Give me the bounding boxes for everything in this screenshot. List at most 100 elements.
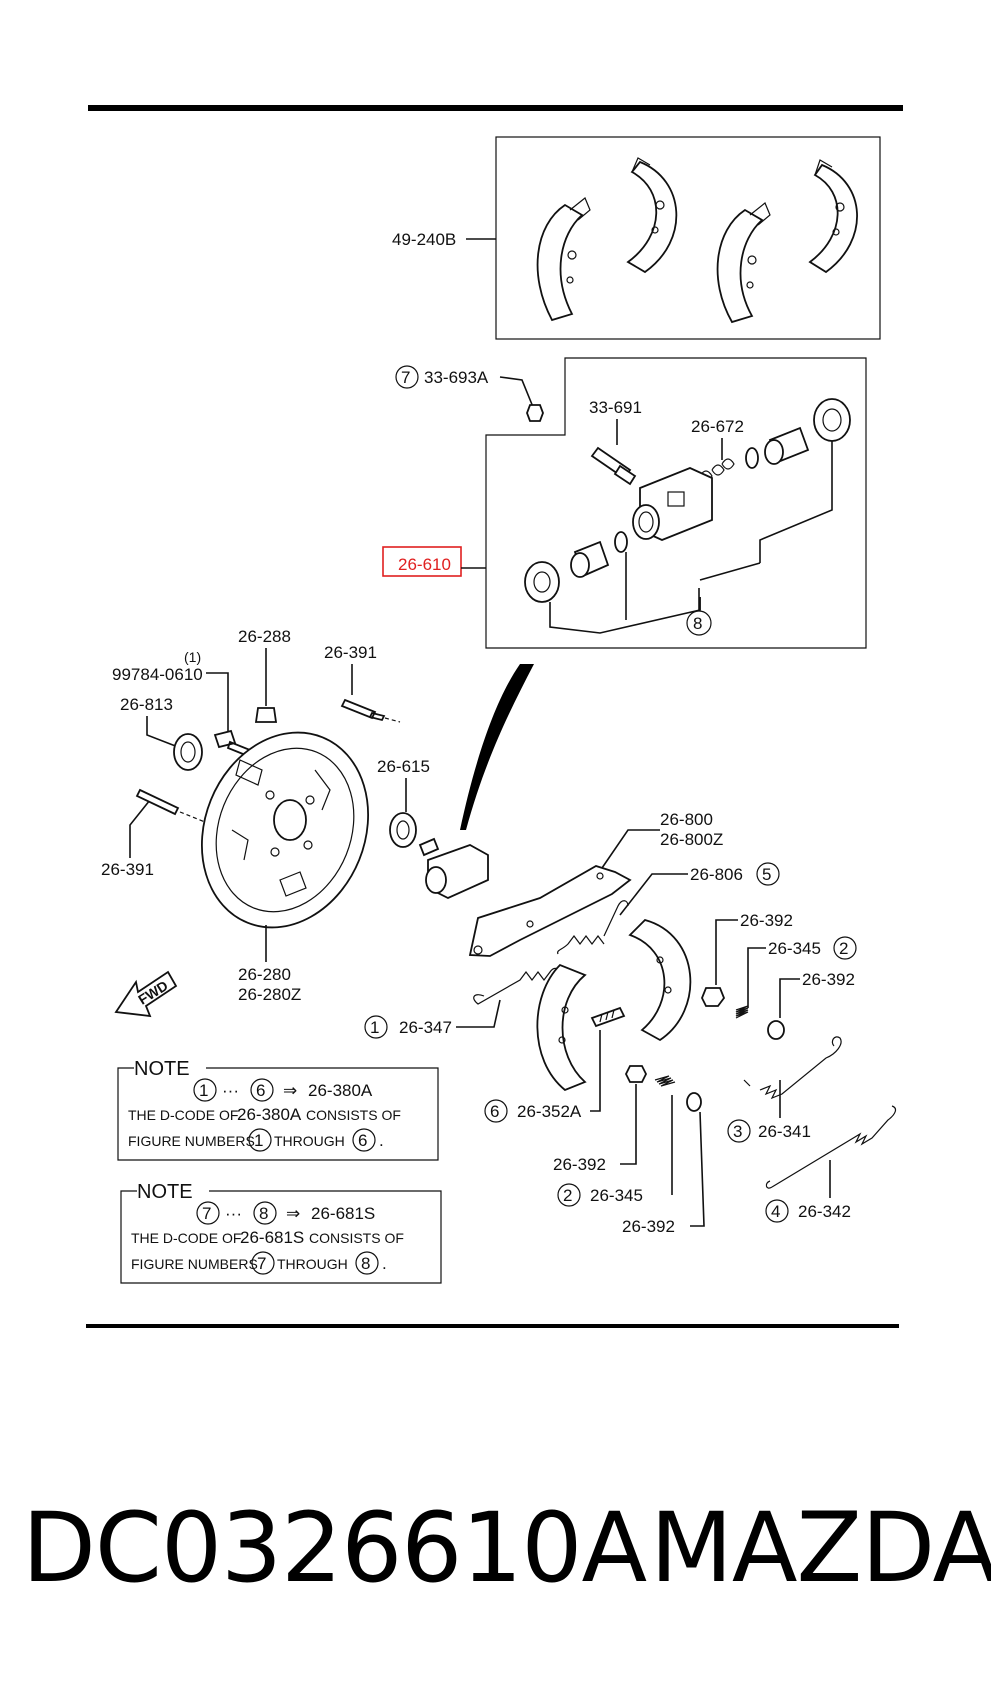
cylinder-body bbox=[632, 467, 713, 541]
label-cup-d: 26-392 bbox=[622, 1217, 675, 1236]
brake-shoe-front bbox=[536, 963, 587, 1092]
shoe-set-frame bbox=[495, 136, 881, 340]
note1-line3-mid: THROUGH bbox=[274, 1133, 345, 1149]
circle-num-8: 8 bbox=[693, 614, 702, 633]
wheel-cylinder-assembled bbox=[418, 837, 489, 899]
label-bolt: 99784-0610 bbox=[112, 665, 203, 684]
brake-shoe-1 bbox=[536, 197, 591, 322]
label-hold-spring-b: 26-345 bbox=[590, 1186, 643, 1205]
note2-from: 7 bbox=[202, 1204, 211, 1223]
brake-shoe-2 bbox=[626, 157, 678, 274]
note2-target: 26-681S bbox=[311, 1204, 375, 1223]
circle-num-1: 1 bbox=[370, 1018, 379, 1037]
boot-right bbox=[813, 398, 851, 442]
bleeder-screw bbox=[590, 446, 637, 486]
circle-num-3: 3 bbox=[733, 1122, 742, 1141]
circle-num-7: 7 bbox=[401, 368, 410, 387]
wheel-cylinder-group: 7 33-693A 33-691 26-672 bbox=[382, 357, 867, 649]
label-return-spring-b: 26-341 bbox=[758, 1122, 811, 1141]
lever-group: 26-800 26-800Z 26-806 5 26-347 1 bbox=[364, 810, 780, 1039]
piston-right bbox=[764, 426, 810, 465]
label-bolt-qty: (1) bbox=[184, 649, 201, 665]
label-gasket: 26-615 bbox=[377, 757, 430, 776]
adjuster-group: 6 26-352A bbox=[484, 1006, 626, 1123]
label-pin-top: 26-391 bbox=[324, 643, 377, 662]
brake-shoe-rear bbox=[628, 918, 692, 1042]
note1-line3-from: 1 bbox=[254, 1131, 263, 1150]
hold-down-group: 26-392 26-345 2 26-392 3 26-341 4 26-342… bbox=[553, 911, 897, 1236]
note1-dots: ··· bbox=[222, 1081, 239, 1100]
wheel-cylinder-frame bbox=[485, 357, 867, 649]
gasket-group: 26-615 bbox=[377, 757, 489, 899]
label-plug: 26-288 bbox=[238, 627, 291, 646]
label-cup-a: 26-392 bbox=[740, 911, 793, 930]
fwd-arrow: FWD bbox=[114, 970, 178, 1018]
boot-left bbox=[524, 561, 560, 603]
note1-line2-code: 26-380A bbox=[237, 1105, 302, 1124]
note2-line2-post: CONSISTS OF bbox=[309, 1230, 404, 1246]
label-cup-c: 26-392 bbox=[553, 1155, 606, 1174]
cup-b bbox=[767, 1020, 785, 1040]
note1-to: 6 bbox=[256, 1081, 265, 1100]
note2-line3-pre: FIGURE NUMBERS bbox=[131, 1256, 258, 1272]
note2-dots: ··· bbox=[225, 1204, 242, 1223]
part-number-text: DC0326610A bbox=[22, 1492, 647, 1604]
note1-arrow: ⇒ bbox=[283, 1081, 297, 1100]
label-cup-b: 26-392 bbox=[802, 970, 855, 989]
label-return-spring: 26-347 bbox=[399, 1018, 452, 1037]
pin-top bbox=[340, 698, 386, 722]
note2-line2-pre: THE D-CODE OF bbox=[131, 1230, 241, 1246]
adjuster-spring bbox=[557, 900, 629, 955]
cup-c bbox=[624, 1065, 648, 1083]
label-adjuster: 26-352A bbox=[517, 1102, 582, 1121]
note2-line2-code: 26-681S bbox=[240, 1228, 304, 1247]
note1-from: 1 bbox=[199, 1081, 208, 1100]
note1-line2-pre: THE D-CODE OF bbox=[128, 1107, 238, 1123]
label-lever-z: 26-800Z bbox=[660, 830, 723, 849]
note1-title: NOTE bbox=[134, 1058, 190, 1080]
note2-line3-to: 8 bbox=[361, 1254, 370, 1273]
note1-line3-end: . bbox=[379, 1131, 384, 1150]
label-wc-spring: 26-672 bbox=[691, 417, 744, 436]
cup-a bbox=[701, 987, 726, 1007]
note1-line3-pre: FIGURE NUMBERS bbox=[128, 1133, 255, 1149]
circle-num-2b: 2 bbox=[563, 1186, 572, 1205]
label-lever: 26-800 bbox=[660, 810, 713, 829]
cup-d bbox=[686, 1092, 702, 1112]
label-hold-spring-a: 26-345 bbox=[768, 939, 821, 958]
pin-left bbox=[135, 788, 180, 816]
adjuster bbox=[590, 1006, 626, 1028]
label-backing-plate: 26-280 bbox=[238, 965, 291, 984]
note1-line3-to: 6 bbox=[358, 1131, 367, 1150]
brake-shoe-3 bbox=[716, 202, 771, 324]
hold-spring-b bbox=[654, 1075, 676, 1087]
label-pin-left: 26-391 bbox=[101, 860, 154, 879]
brake-shoe-4 bbox=[808, 159, 858, 274]
label-bleeder-screw: 33-691 bbox=[589, 398, 642, 417]
cylinder-spring bbox=[687, 458, 735, 488]
circle-num-5: 5 bbox=[762, 865, 771, 884]
brake-shoe-set-group: 49-240B bbox=[392, 136, 881, 340]
cup-right bbox=[745, 447, 759, 469]
circle-num-4: 4 bbox=[771, 1202, 780, 1221]
return-spring-rod-a bbox=[759, 1036, 842, 1100]
note2-title: NOTE bbox=[137, 1181, 193, 1203]
label-shoe-set: 49-240B bbox=[392, 230, 456, 249]
seal bbox=[173, 733, 203, 771]
label-seal: 26-813 bbox=[120, 695, 173, 714]
note2-to: 8 bbox=[259, 1204, 268, 1223]
cup-left bbox=[614, 531, 628, 553]
plug bbox=[254, 707, 278, 723]
bleeder-cap bbox=[526, 404, 544, 422]
note2-arrow: ⇒ bbox=[286, 1204, 300, 1223]
label-wheel-cylinder: 26-610 bbox=[398, 555, 451, 574]
parking-lever bbox=[468, 865, 632, 957]
label-adjuster-spring: 26-806 bbox=[690, 865, 743, 884]
note-box-2: NOTE 7 ··· 8 ⇒ 26-681S THE D-CODE OF 26-… bbox=[120, 1181, 442, 1284]
piston-left bbox=[570, 540, 610, 578]
backing-plate-group: 26-288 (1) 99784-0610 26-813 26-391 26-3… bbox=[101, 627, 401, 1018]
hold-spring-a bbox=[735, 1005, 749, 1019]
note2-line3-mid: THROUGH bbox=[277, 1256, 348, 1272]
